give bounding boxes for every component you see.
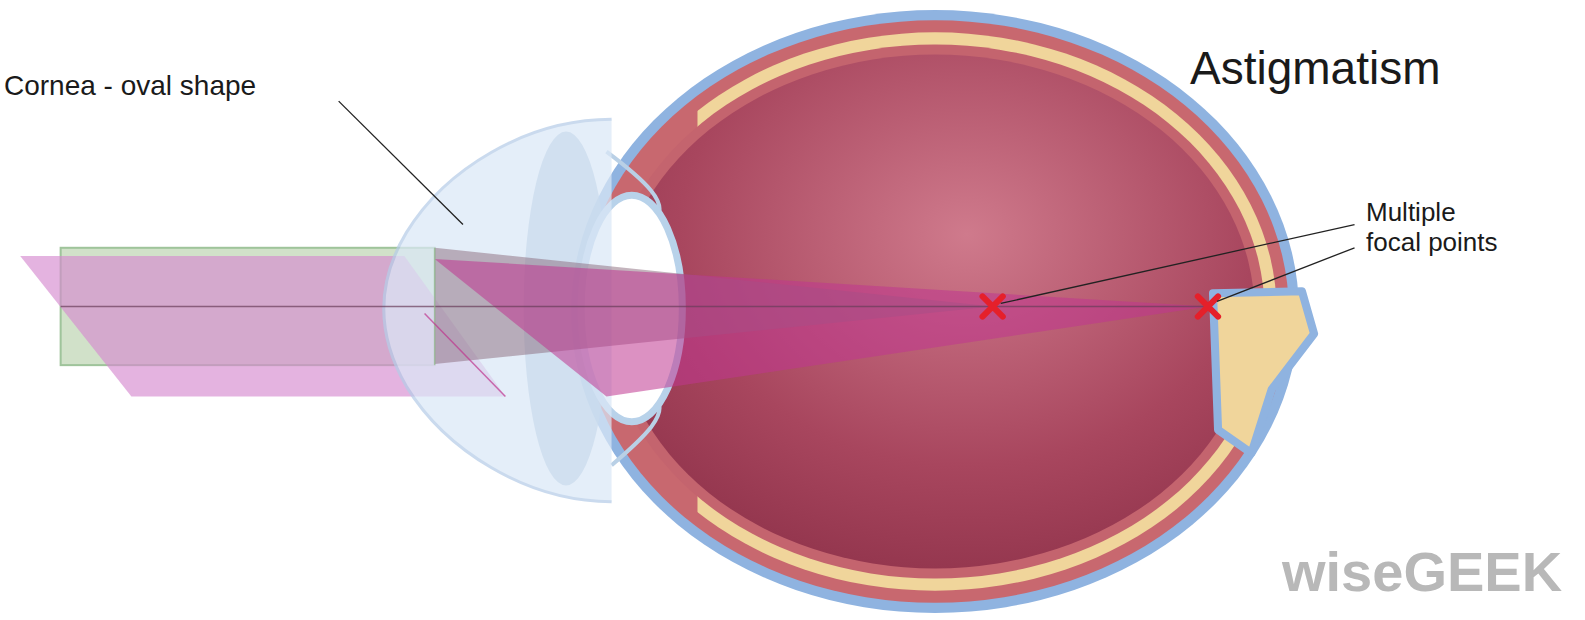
diagram-title: Astigmatism [1190, 42, 1440, 95]
beam-edge [425, 314, 506, 397]
watermark: wiseGEEK [1282, 540, 1562, 604]
part-label: Cornea - oval shape [4, 70, 256, 102]
optical-axis [61, 306, 1208, 308]
leader-line [1001, 225, 1355, 304]
callout-label: Multiple focal points [1366, 198, 1511, 258]
focal-point-mark [983, 296, 1003, 316]
converging-beam-2 [435, 259, 1208, 397]
beam-edge [434, 248, 436, 365]
optic-nerve [1213, 291, 1314, 453]
focal-point-mark [1198, 296, 1218, 316]
leader-line [1217, 248, 1354, 302]
leader-line [339, 101, 463, 224]
